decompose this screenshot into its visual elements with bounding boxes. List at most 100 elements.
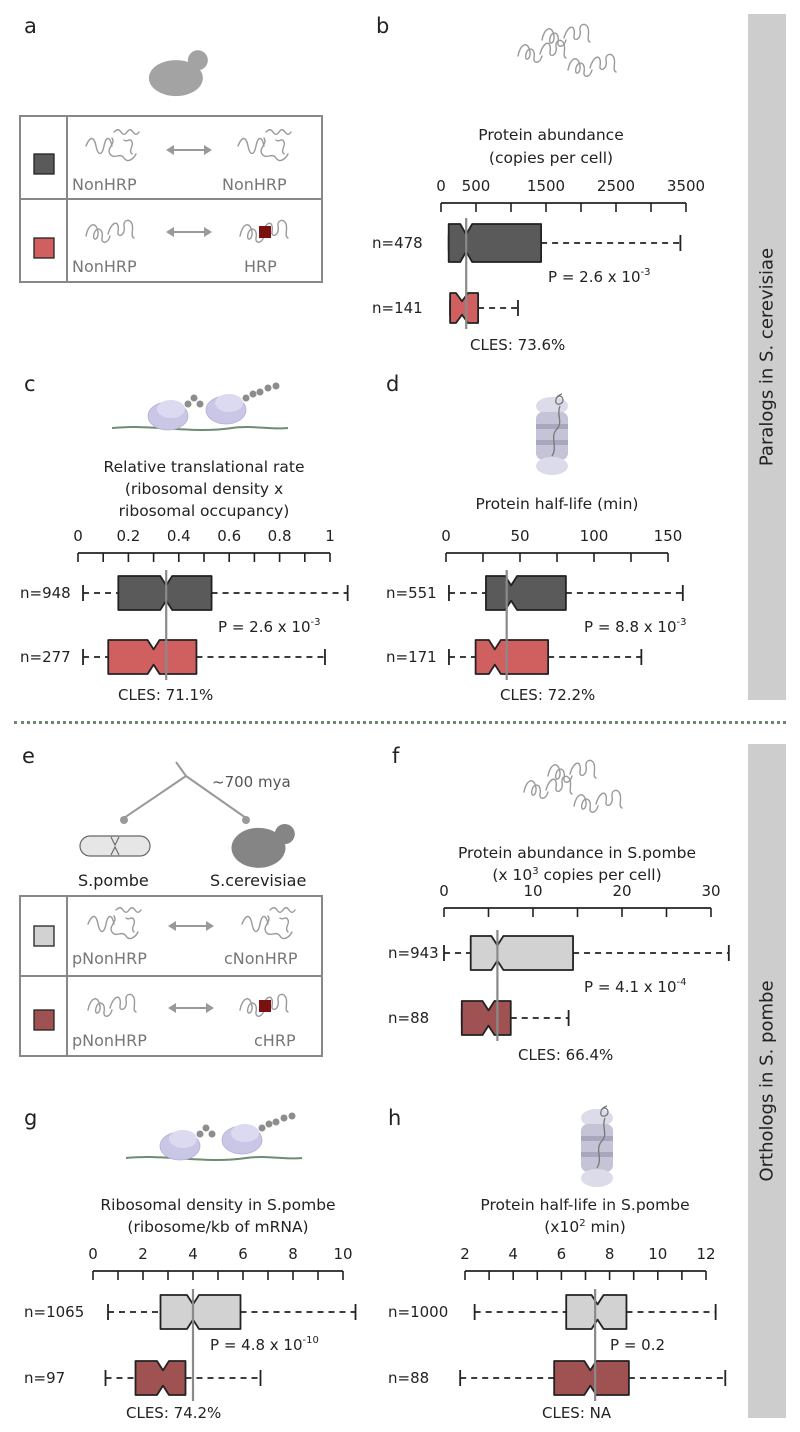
n-count-label: n=478 bbox=[372, 234, 423, 252]
label-nonhrp: NonHRP bbox=[72, 257, 137, 276]
x-tick-label: 2 bbox=[138, 1245, 148, 1263]
x-tick-label: 2 bbox=[460, 1245, 470, 1263]
label-chrp: cHRP bbox=[254, 1031, 296, 1050]
n-count-label: n=943 bbox=[388, 944, 439, 962]
p-value-label: P = 8.8 x 10-3 bbox=[584, 617, 687, 636]
x-tick-label: 1500 bbox=[527, 177, 565, 195]
x-tick-label: 20 bbox=[612, 882, 631, 900]
x-tick-label: 0.6 bbox=[217, 527, 241, 545]
x-tick-label: 100 bbox=[580, 527, 609, 545]
axis-title-line: ribosomal occupancy) bbox=[119, 502, 290, 520]
phylogeny-tree bbox=[123, 761, 247, 819]
n-count-label: n=277 bbox=[20, 648, 71, 666]
x-tick-label: 0 bbox=[73, 527, 83, 545]
double-arrow-icon bbox=[168, 921, 214, 1013]
notched-box bbox=[469, 935, 574, 971]
x-tick-label: 0 bbox=[436, 177, 446, 195]
x-tick-label: 8 bbox=[605, 1245, 615, 1263]
notched-box bbox=[117, 575, 213, 611]
sidebar-paralogs: Paralogs in S. cerevisiae bbox=[748, 14, 786, 700]
x-tick-label: 10 bbox=[333, 1245, 352, 1263]
x-tick-label: 2500 bbox=[597, 177, 635, 195]
panel-letter-a: a bbox=[24, 14, 37, 38]
cles-label: CLES: NA bbox=[542, 1404, 612, 1422]
cles-label: CLES: 72.2% bbox=[500, 686, 595, 704]
legend-swatch-ortholog-hrp bbox=[33, 1009, 55, 1031]
p-value-label: P = 2.6 x 10-3 bbox=[548, 267, 651, 286]
budding-yeast-icon bbox=[231, 824, 295, 868]
panel-letter-e: e bbox=[22, 744, 35, 768]
panel-letter-f: f bbox=[392, 744, 400, 768]
x-tick-label: 10 bbox=[648, 1245, 667, 1263]
label-cnonhrp: cNonHRP bbox=[224, 949, 298, 968]
x-tick-label: 150 bbox=[654, 527, 683, 545]
hrp-marker-icon bbox=[259, 1000, 271, 1012]
axis-title-line: Protein half-life (min) bbox=[476, 495, 639, 513]
hrp-marker-icon bbox=[259, 226, 271, 238]
p-value-label: P = 0.2 bbox=[610, 1336, 665, 1354]
notched-box bbox=[553, 1360, 630, 1396]
label-hrp: HRP bbox=[244, 257, 277, 276]
legend-swatch-nonhrp-pair bbox=[33, 153, 55, 175]
cles-label: CLES: 71.1% bbox=[118, 686, 213, 704]
x-tick-label: 0 bbox=[439, 882, 449, 900]
cles-label: CLES: 66.4% bbox=[518, 1046, 613, 1064]
axis-title-line: (ribosome/kb of mRNA) bbox=[127, 1218, 308, 1236]
notched-box bbox=[447, 223, 542, 263]
ribosome-on-mrna-icon-c bbox=[111, 382, 289, 431]
n-count-label: n=141 bbox=[372, 299, 423, 317]
n-count-label: n=88 bbox=[388, 1009, 429, 1027]
x-tick-label: 0 bbox=[441, 527, 451, 545]
x-tick-label: 10 bbox=[523, 882, 542, 900]
n-count-label: n=97 bbox=[24, 1369, 65, 1387]
x-tick-label: 50 bbox=[510, 527, 529, 545]
sidebar-orthologs: Orthologs in S. pombe bbox=[748, 744, 786, 1418]
x-tick-label: 500 bbox=[462, 177, 491, 195]
panel-letter-d: d bbox=[386, 372, 400, 396]
cles-label: CLES: 74.2% bbox=[126, 1404, 221, 1422]
axis-title-line: Relative translational rate bbox=[104, 458, 305, 476]
axis-title-line: Ribosomal density in S.pombe bbox=[100, 1196, 335, 1214]
p-value-label: P = 2.6 x 10-3 bbox=[218, 617, 321, 636]
species-label-scerevisiae: S.cerevisiae bbox=[210, 871, 306, 890]
section-divider bbox=[14, 721, 786, 724]
notched-box bbox=[565, 1294, 628, 1330]
label-nonhrp: NonHRP bbox=[72, 175, 137, 194]
p-value-label: P = 4.1 x 10-4 bbox=[584, 977, 687, 996]
panel-letter-g: g bbox=[24, 1106, 38, 1130]
axis-title-line: (x102 min) bbox=[544, 1218, 626, 1236]
x-tick-label: 30 bbox=[701, 882, 720, 900]
notched-box bbox=[474, 639, 550, 675]
n-count-label: n=948 bbox=[20, 584, 71, 602]
panel-letter-h: h bbox=[388, 1106, 402, 1130]
x-tick-label: 0 bbox=[88, 1245, 98, 1263]
axis-title-line: (ribosomal density x bbox=[125, 480, 283, 498]
label-pnonhrp: pNonHRP bbox=[72, 949, 147, 968]
label-nonhrp: NonHRP bbox=[222, 175, 287, 194]
yeast-icon bbox=[148, 50, 208, 97]
x-tick-label: 0.8 bbox=[268, 527, 292, 545]
tree-node bbox=[120, 816, 128, 824]
x-tick-label: 3500 bbox=[667, 177, 705, 195]
label-pnonhrp: pNonHRP bbox=[72, 1031, 147, 1050]
notched-box bbox=[449, 292, 479, 324]
divergence-time-label: ~700 mya bbox=[212, 773, 291, 791]
axis-title-line: (x 103 copies per cell) bbox=[492, 866, 661, 884]
x-tick-label: 8 bbox=[288, 1245, 298, 1263]
x-tick-label: 1 bbox=[325, 527, 335, 545]
x-tick-label: 4 bbox=[508, 1245, 518, 1263]
ribosome-on-mrna-icon-g bbox=[125, 1112, 303, 1161]
double-arrow-icon bbox=[166, 145, 212, 237]
n-count-label: n=1065 bbox=[24, 1303, 84, 1321]
notched-box bbox=[134, 1360, 187, 1396]
tree-node bbox=[242, 816, 250, 824]
n-count-label: n=1000 bbox=[388, 1303, 448, 1321]
notched-box bbox=[107, 639, 198, 675]
